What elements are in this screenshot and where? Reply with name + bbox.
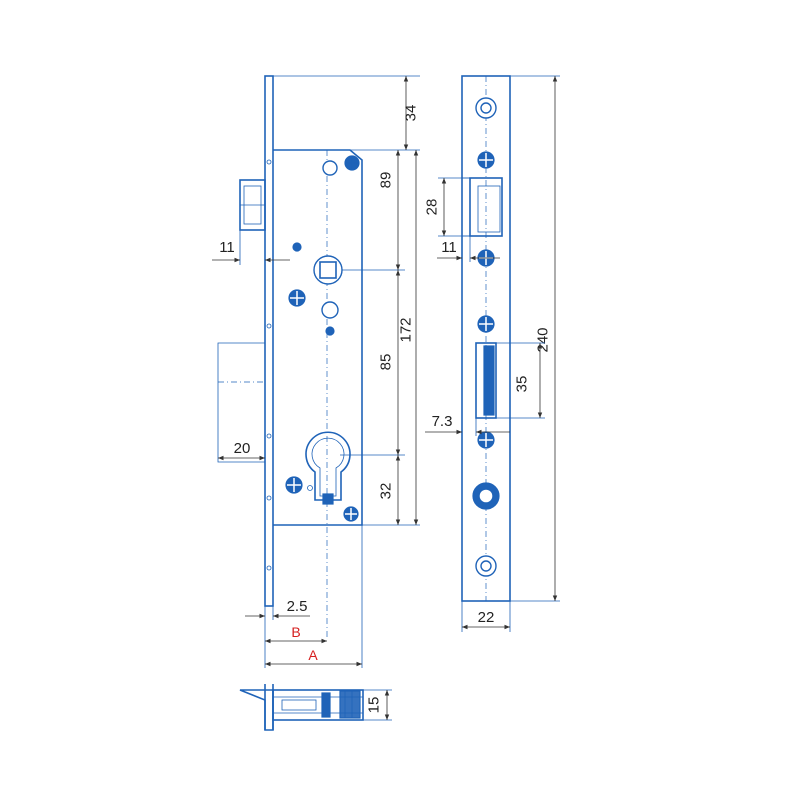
- side-view: 34 89 172 85 32 11 20 2.5 B A: [212, 75, 420, 668]
- dim-2-5: 2.5: [287, 598, 308, 615]
- deadbolt-opening: [475, 342, 497, 419]
- faceplate-screw-mark: [266, 495, 272, 501]
- dim-A: A: [308, 647, 318, 663]
- cylinder-cutout: [305, 431, 351, 501]
- front-view: 28 11 240 35 7.3 22: [424, 75, 560, 632]
- dim-B: B: [291, 624, 300, 640]
- case-hole: [322, 160, 338, 176]
- dim-22: 22: [478, 609, 495, 626]
- dim-7-3: 7.3: [432, 413, 453, 430]
- dim-28: 28: [424, 199, 441, 216]
- handle-follower: [313, 255, 343, 285]
- dim-20: 20: [234, 440, 251, 457]
- case-screw: [292, 242, 302, 252]
- dim-11-latch: 11: [219, 239, 235, 256]
- top-view: 15: [239, 684, 392, 731]
- dim-89: 89: [378, 172, 395, 189]
- faceplate-screw-mark: [266, 323, 272, 329]
- case-top: [272, 689, 364, 721]
- dim-34: 34: [403, 105, 420, 122]
- dim-15: 15: [366, 697, 383, 714]
- dim-240: 240: [535, 327, 552, 352]
- faceplate-top: [239, 689, 274, 731]
- case-hole: [321, 301, 339, 319]
- faceplate-edge: [264, 75, 274, 607]
- faceplate-screw-mark: [266, 159, 272, 165]
- dim-85: 85: [378, 354, 395, 371]
- lock-case-body: [273, 149, 363, 526]
- latch-opening: [469, 177, 503, 237]
- dim-11-opening: 11: [441, 239, 457, 256]
- faceplate-screw-mark: [266, 433, 272, 439]
- faceplate-screw-mark: [266, 565, 272, 571]
- dim-35: 35: [514, 376, 531, 393]
- deadbolt: [217, 342, 265, 463]
- dim-172: 172: [398, 317, 415, 342]
- case-screw: [325, 326, 335, 336]
- dim-32: 32: [378, 483, 395, 500]
